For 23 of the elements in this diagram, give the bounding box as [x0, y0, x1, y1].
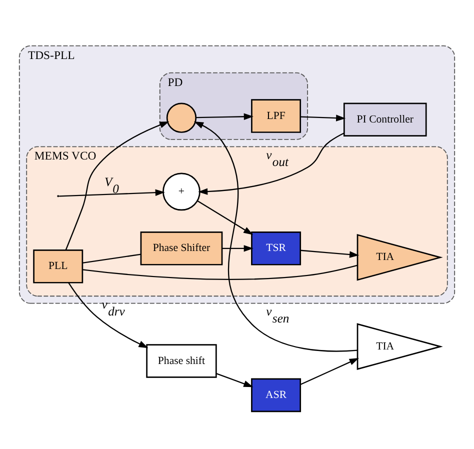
arrow	[216, 372, 254, 387]
arrow	[300, 358, 359, 385]
arrow	[222, 244, 254, 252]
arrow	[300, 114, 346, 121]
node-box: PI Controller	[343, 102, 427, 136]
arrow	[65, 120, 170, 250]
arrow	[198, 132, 344, 194]
node-box: Phase shift	[146, 344, 217, 378]
node-box: TSR	[251, 231, 302, 265]
node-circle: +	[162, 172, 200, 210]
connector	[82, 264, 358, 280]
arrow	[196, 200, 254, 234]
connector	[82, 253, 142, 264]
node-box: PLL	[33, 249, 84, 283]
node-box: Phase Shifter	[140, 231, 223, 265]
arrow	[59, 188, 165, 196]
arrow	[68, 282, 148, 348]
node-box: LPF	[251, 98, 302, 132]
node-circle	[166, 102, 197, 132]
arrow	[194, 120, 358, 352]
arrow	[300, 249, 360, 258]
arrow	[196, 112, 254, 120]
node-box: ASR	[251, 378, 302, 412]
